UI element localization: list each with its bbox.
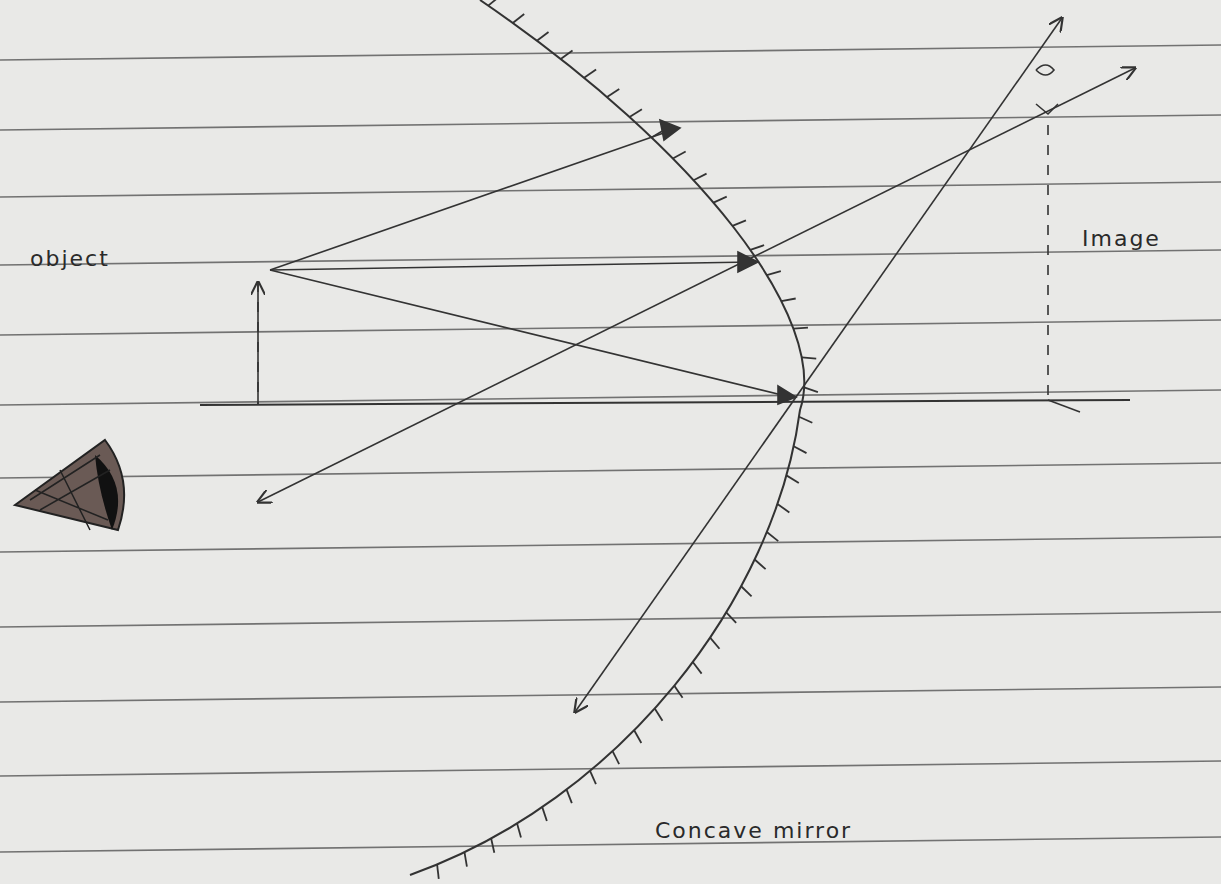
hatch-mark bbox=[755, 559, 766, 569]
hatch-mark bbox=[726, 612, 736, 623]
hatch-mark bbox=[781, 299, 795, 302]
hatch-mark bbox=[767, 532, 778, 541]
hatch-mark bbox=[710, 638, 719, 649]
hatch-mark bbox=[794, 446, 807, 453]
hatch-mark bbox=[590, 771, 596, 784]
mirror-arc bbox=[410, 0, 804, 875]
ruled-line bbox=[0, 250, 1221, 265]
hatch-mark bbox=[750, 245, 764, 250]
hatch-mark bbox=[567, 790, 572, 804]
hatch-mark bbox=[674, 686, 682, 698]
hatch-mark bbox=[767, 271, 781, 275]
hatch-mark bbox=[655, 708, 663, 720]
hatch-mark bbox=[673, 151, 686, 158]
hatch-mark bbox=[694, 174, 707, 181]
ruled-line bbox=[0, 390, 1221, 405]
hatch-mark bbox=[630, 109, 642, 117]
hatch-mark bbox=[802, 357, 817, 358]
hatch-mark bbox=[491, 839, 494, 853]
hatch-mark bbox=[693, 662, 702, 674]
hatch-mark bbox=[634, 730, 641, 743]
rays bbox=[200, 18, 1135, 712]
hatch-mark bbox=[793, 328, 808, 329]
hatch-mark bbox=[517, 823, 521, 837]
hatch-mark bbox=[542, 807, 547, 821]
mirror-hatching bbox=[437, 0, 818, 879]
text-label: object bbox=[30, 246, 110, 271]
hatch-mark bbox=[464, 852, 466, 866]
hatch-mark bbox=[777, 504, 789, 512]
hatch-mark bbox=[799, 417, 812, 423]
text-label: Concave mirror bbox=[655, 818, 852, 843]
hatch-mark bbox=[713, 197, 726, 203]
ruled-line bbox=[0, 761, 1221, 776]
ruled-line bbox=[0, 463, 1221, 478]
ruled-lines bbox=[0, 45, 1221, 852]
ruled-line bbox=[0, 687, 1221, 702]
hatch-mark bbox=[488, 0, 499, 6]
eye-symbol bbox=[15, 440, 124, 530]
hatch-mark bbox=[607, 89, 619, 97]
hatch-mark bbox=[786, 475, 798, 483]
ruled-line bbox=[0, 537, 1221, 552]
hatch-mark bbox=[537, 32, 549, 41]
ruled-line bbox=[0, 837, 1221, 852]
text-label: Image bbox=[1082, 226, 1161, 251]
hatch-mark bbox=[584, 70, 596, 78]
hatch-mark bbox=[561, 50, 573, 59]
hatch-mark bbox=[741, 586, 751, 596]
hatch-mark bbox=[732, 220, 746, 225]
ruled-line bbox=[0, 182, 1221, 197]
ruled-line bbox=[0, 612, 1221, 627]
hatch-mark bbox=[804, 387, 818, 392]
hatch-mark bbox=[437, 865, 439, 879]
ruled-line bbox=[0, 115, 1221, 130]
hatch-mark bbox=[613, 751, 620, 764]
hatch-mark bbox=[513, 14, 524, 23]
